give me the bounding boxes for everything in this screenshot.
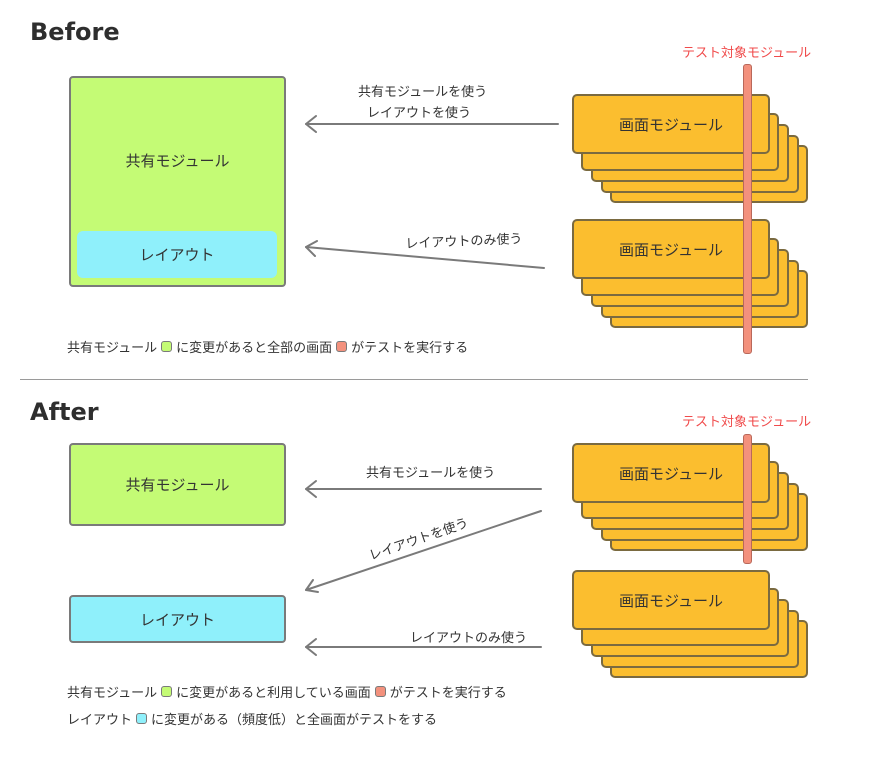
arrow-label-shared: 共有モジュールを使う (358, 85, 488, 100)
shared-module-label: 共有モジュール (125, 476, 230, 494)
screen-module-card: 画面モジュール (572, 570, 770, 630)
arrow-after-layout (305, 510, 542, 591)
layout-label: レイアウト (139, 610, 215, 629)
layout-box: レイアウト (77, 231, 277, 278)
arrowhead (305, 115, 317, 133)
arrow-label-layout: レイアウトを使う (367, 106, 472, 121)
arrowhead (305, 240, 318, 257)
note-end-text: がテストを実行する (389, 686, 507, 701)
screen-module-card: 画面モジュール (572, 219, 770, 279)
test-target-bar (743, 434, 752, 564)
note-end-text: がテストを実行する (351, 341, 469, 356)
after-note-layout: レイアウト に変更がある（頻度低）と全画面がテストをする (67, 709, 437, 728)
target-color-swatch (336, 341, 348, 352)
screen-module-label: 画面モジュール (619, 591, 723, 610)
layout-color-swatch (136, 713, 148, 724)
test-target-bar (743, 64, 752, 354)
screen-module-label: 画面モジュール (619, 464, 723, 483)
layout-box: レイアウト (69, 595, 286, 643)
shared-color-swatch (161, 341, 173, 352)
note-middle-text: に変更があると全部の画面 (176, 341, 333, 356)
before-note: 共有モジュール に変更があると全部の画面 がテストを実行する (67, 337, 468, 356)
arrow-label-shared: 共有モジュールを使う (366, 466, 496, 481)
note-shared-text: 共有モジュール (67, 341, 158, 356)
shared-module-box: 共有モジュール (69, 443, 286, 526)
arrow-before-layout-only (305, 246, 545, 269)
after-heading: After (30, 398, 99, 426)
arrowhead (305, 579, 319, 593)
before-heading: Before (30, 18, 120, 46)
layout-label: レイアウト (139, 246, 215, 264)
screen-module-label: 画面モジュール (619, 115, 723, 134)
test-target-label: テスト対象モジュール (682, 415, 812, 430)
note-layout-text: レイアウト (67, 713, 133, 728)
screen-module-label: 画面モジュール (619, 240, 723, 259)
after-note-shared: 共有モジュール に変更があると利用している画面 がテストを実行する (67, 682, 507, 701)
note-middle-text: に変更があると利用している画面 (176, 686, 371, 701)
screen-module-card: 画面モジュール (572, 94, 770, 154)
shared-color-swatch (161, 686, 173, 697)
target-color-swatch (374, 686, 386, 697)
section-divider (20, 379, 808, 380)
note-layout-end-text: に変更がある（頻度低）と全画面がテストをする (151, 713, 438, 728)
screen-module-card: 画面モジュール (572, 443, 770, 503)
arrowhead (305, 480, 317, 498)
shared-module-label: 共有モジュール (125, 152, 230, 170)
arrow-label-layout-only: レイアウトのみ使う (410, 631, 528, 646)
arrowhead (305, 638, 317, 656)
note-shared-text: 共有モジュール (67, 686, 158, 701)
test-target-label: テスト対象モジュール (682, 46, 812, 61)
